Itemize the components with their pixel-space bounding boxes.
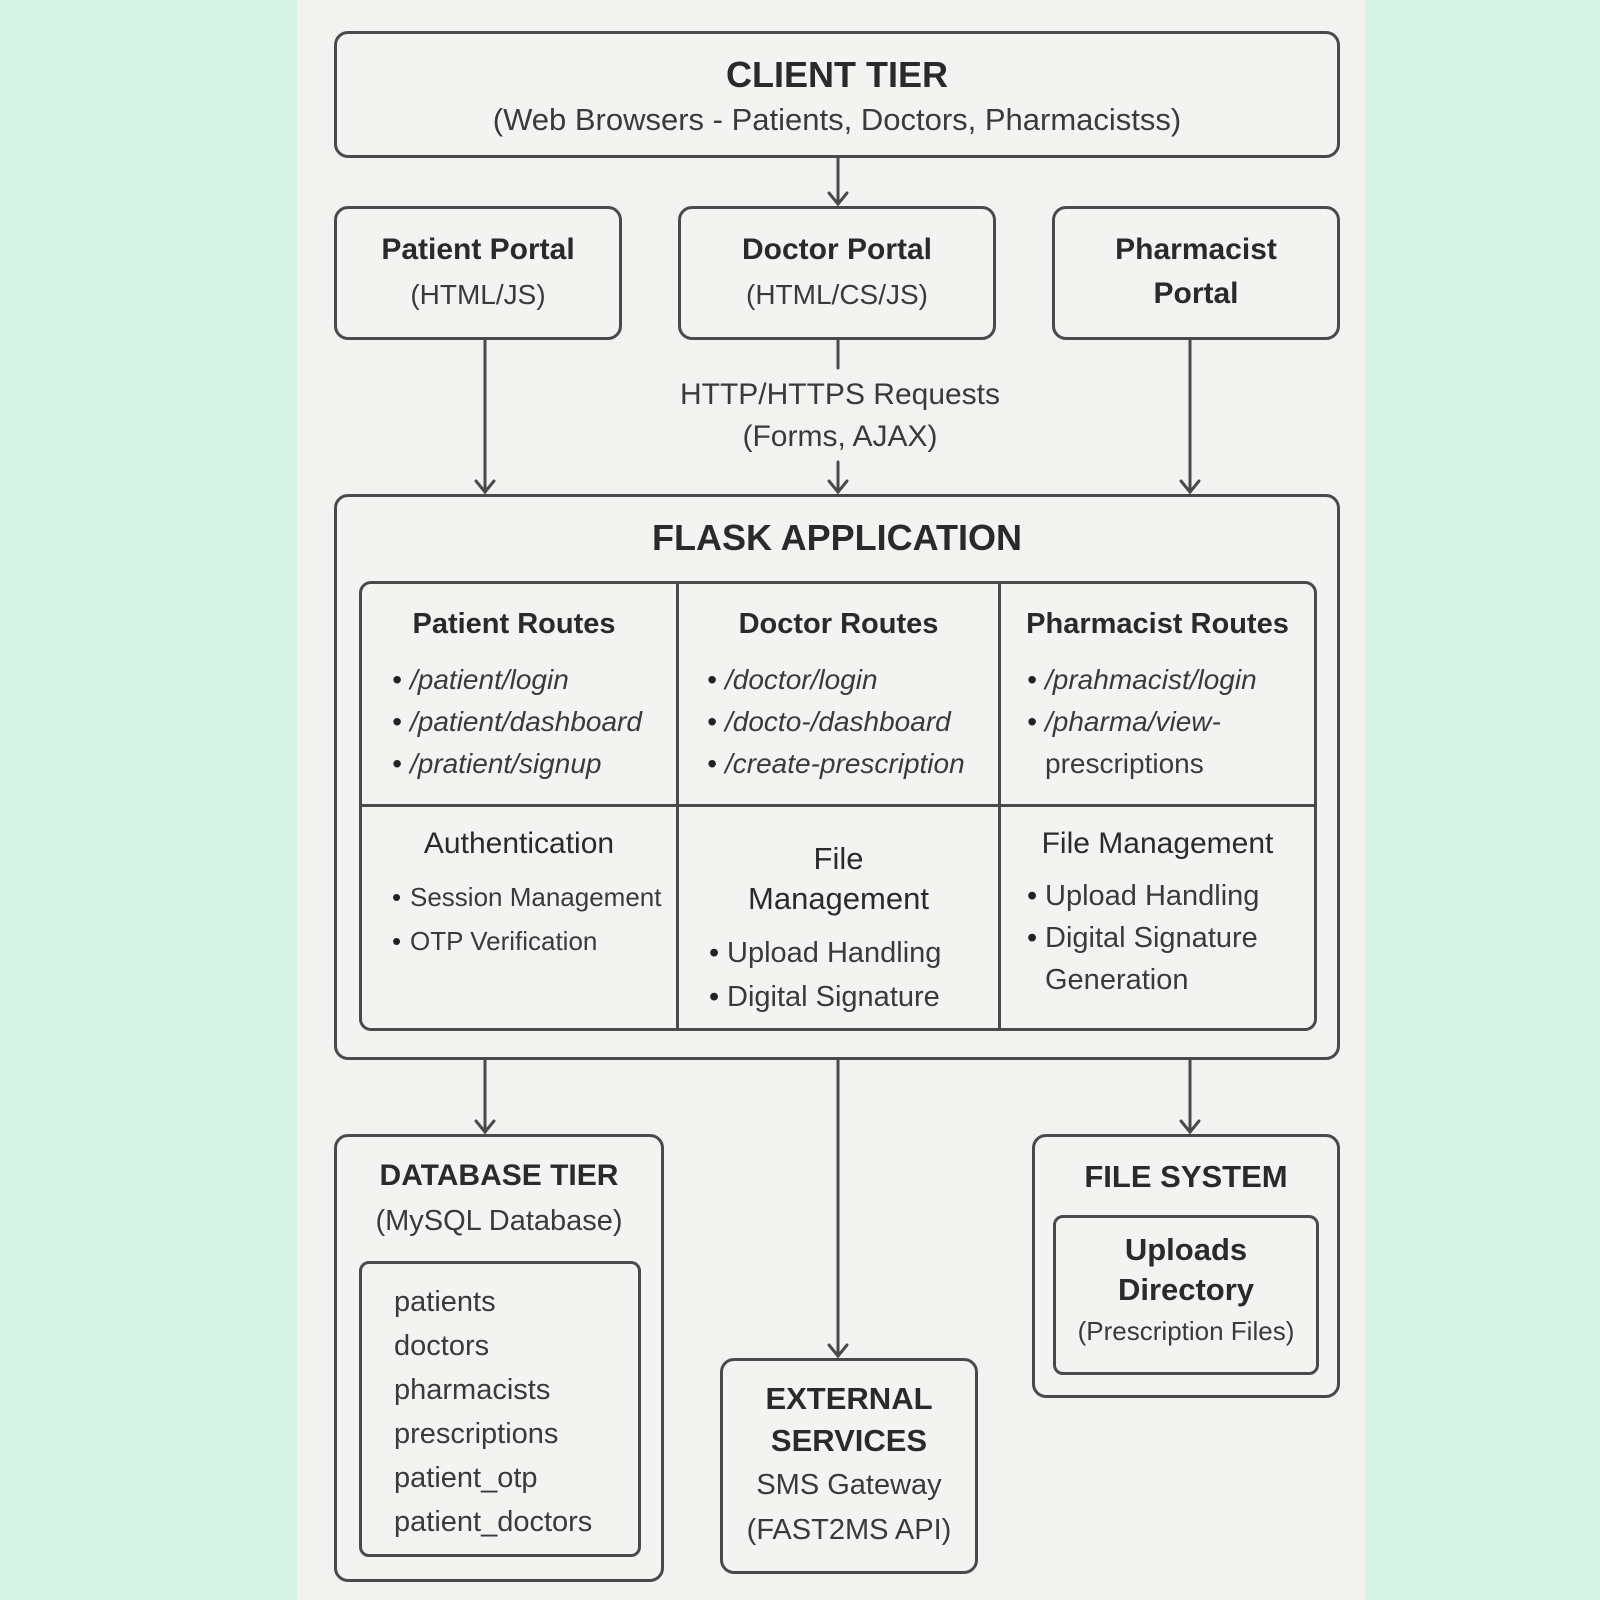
flask-title: FLASK APPLICATION [652, 517, 1022, 558]
database-subtitle: (MySQL Database) [375, 1205, 623, 1237]
file-item: Upload Handling [707, 931, 998, 975]
db-table-item: patient_otp [394, 1462, 538, 1494]
grid-divider-h [362, 804, 1314, 807]
db-table-item: patient_doctors [394, 1506, 593, 1538]
file-management-mid-list: Upload Handling Digital Signature [707, 931, 998, 1019]
file-management-right-cell: File Management Upload Handling Digital … [1001, 807, 1314, 1028]
route-item: /pratient/signup [390, 743, 676, 785]
db-table-item: prescriptions [394, 1418, 559, 1450]
file-management-mid-title-line1: File [813, 841, 864, 876]
route-item: /prahmacist/login [1025, 659, 1314, 701]
client-tier-subtitle: (Web Browsers - Patients, Doctors, Pharm… [492, 102, 1182, 137]
file-item-continuation: Generation [1045, 964, 1189, 996]
http-requests-line1: HTTP/HTTPS Requests [679, 378, 1001, 411]
flask-application-box: FLASK APPLICATION Patient Routes /patien… [334, 494, 1340, 1060]
authentication-title: Authentication [423, 827, 615, 860]
file-management-mid-title-line2: Management [748, 881, 929, 916]
route-item: /docto-/dashboard [705, 701, 998, 743]
uploads-directory-line2: Directory [1117, 1272, 1255, 1307]
file-system-title: FILE SYSTEM [1084, 1159, 1288, 1194]
doctor-routes-title: Doctor Routes [738, 608, 939, 640]
http-requests-line2: (Forms, AJAX) [742, 420, 938, 453]
db-table-item: pharmacists [394, 1374, 551, 1406]
external-title-line1: EXTERNAL [765, 1381, 933, 1416]
route-item: /patient/login [390, 659, 676, 701]
doctor-routes-cell: Doctor Routes /doctor/login /docto-/dash… [679, 584, 998, 804]
database-tier-box: DATABASE TIER (MySQL Database) patients … [334, 1134, 664, 1582]
doctor-portal-title: Doctor Portal [741, 233, 933, 266]
patient-portal-box: Patient Portal (HTML/JS) [334, 206, 622, 340]
db-table-item: doctors [394, 1330, 490, 1362]
uploads-directory-note: (Prescription Files) [1077, 1316, 1295, 1346]
file-item: Upload Handling [1025, 875, 1314, 917]
route-item: /pharma/view- [1025, 701, 1314, 743]
patient-portal-title: Patient Portal [381, 233, 575, 266]
pharmacist-portal-title-line1: Pharmacist [1115, 233, 1277, 266]
pharmacist-routes-title: Pharmacist Routes [1026, 608, 1289, 640]
database-title: DATABASE TIER [379, 1159, 619, 1192]
patient-routes-list: /patient/login /patient/dashboard /prati… [390, 659, 676, 785]
route-item: /patient/dashboard [390, 701, 676, 743]
http-requests-label: HTTP/HTTPS Requests (Forms, AJAX) [620, 374, 1060, 458]
route-item: /doctor/login [705, 659, 998, 701]
uploads-directory-line1: Uploads [1124, 1232, 1248, 1267]
file-management-right-title: File Management [1041, 827, 1274, 860]
uploads-directory-box: Uploads Directory (Prescription Files) [1053, 1215, 1319, 1375]
pharmacist-routes-cell: Pharmacist Routes /prahmacist/login /pha… [1001, 584, 1314, 804]
authentication-cell: Authentication Session Management OTP Ve… [362, 807, 676, 1028]
pharmacist-routes-list: /prahmacist/login /pharma/view- prescrip… [1025, 659, 1314, 785]
client-tier-box: CLIENT TIER (Web Browsers - Patients, Do… [334, 31, 1340, 158]
patient-portal-subtitle: (HTML/JS) [410, 279, 546, 310]
file-item: Digital Signature [707, 975, 998, 1019]
auth-item: Session Management [390, 875, 676, 919]
database-tables-list: patients doctors pharmacists prescriptio… [394, 1280, 638, 1544]
pharmacist-portal-box: Pharmacist Portal [1052, 206, 1340, 340]
patient-routes-cell: Patient Routes /patient/login /patient/d… [362, 584, 676, 804]
route-item-continuation: prescriptions [1045, 748, 1204, 779]
authentication-list: Session Management OTP Verification [390, 875, 676, 963]
pharmacist-portal-title-line2: Portal [1153, 277, 1239, 310]
database-tables-box: patients doctors pharmacists prescriptio… [359, 1261, 641, 1557]
file-management-mid-cell: File Management Upload Handling Digital … [679, 807, 998, 1028]
file-management-right-list: Upload Handling Digital Signature Genera… [1025, 875, 1314, 1001]
external-sms-gateway: SMS Gateway [756, 1469, 942, 1501]
flask-modules-grid: Patient Routes /patient/login /patient/d… [359, 581, 1317, 1031]
external-api-name: (FAST2MS API) [746, 1514, 952, 1546]
doctor-portal-subtitle: (HTML/CS/JS) [746, 279, 928, 310]
doctor-portal-box: Doctor Portal (HTML/CS/JS) [678, 206, 996, 340]
external-services-box: EXTERNAL SERVICES SMS Gateway (FAST2MS A… [720, 1358, 978, 1574]
client-tier-title: CLIENT TIER [726, 54, 948, 95]
patient-routes-title: Patient Routes [412, 608, 616, 640]
route-item: /create-prescription [705, 743, 998, 785]
db-table-item: patients [394, 1286, 496, 1318]
external-title-line2: SERVICES [770, 1423, 928, 1458]
file-item: Digital Signature [1025, 917, 1314, 959]
auth-item: OTP Verification [390, 919, 676, 963]
doctor-routes-list: /doctor/login /docto-/dashboard /create-… [705, 659, 998, 785]
file-system-box: FILE SYSTEM Uploads Directory (Prescript… [1032, 1134, 1340, 1398]
